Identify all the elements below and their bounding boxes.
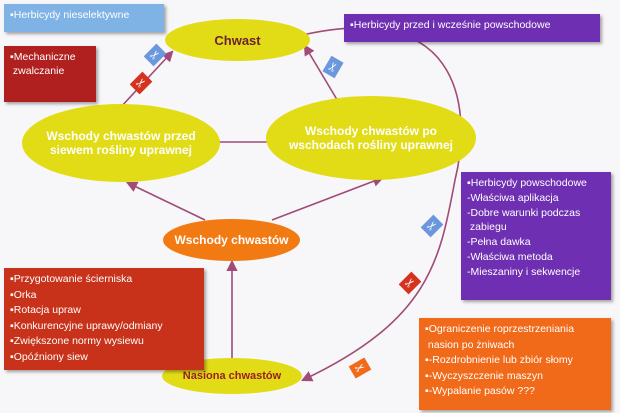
node-wschody-label: Wschody chwastów [174,233,289,247]
box-item: ▪Herbicydy nieselektywne [10,9,130,21]
scissors-icon-przed-powschodowe: ✂ [322,55,344,79]
box-item: ▪-Rozdrobnienie lub zbiór słomy [425,354,573,366]
box-ograniczenie: ▪Ograniczenie roprzestrzeniania nasion p… [419,318,611,410]
box-item: ▪Herbicydy powschodowe [467,177,587,189]
box-przygotowanie: ▪Przygotowanie ścierniska ▪Orka ▪Rotacja… [4,268,204,370]
box-item: ▪Opóźniony siew [10,350,88,363]
scissors-icon-ograniczenie: ✂ [348,357,372,379]
box-item: -Pełna dawka [467,236,531,249]
box-item: -Mieszaniny i sekwencje [467,265,581,278]
box-item: ▪Orka [10,288,37,301]
box-item: zwalczanie [12,65,65,77]
box-item: ▪Rotacja upraw [10,304,81,316]
box-mechaniczne-zwalczanie: ▪Mechaniczne zwalczanie [4,46,96,102]
scissors-icon-przygotowanie: ✂ [398,271,422,295]
box-herbicydy-nieselektywne: ▪Herbicydy nieselektywne [4,4,164,32]
box-item: nasion po żniwach [427,338,515,351]
box-item: ▪-Wyczyszczenie maszyn [425,369,543,382]
box-item: -Właściwa aplikacja [467,191,559,204]
scissors-icon-nieselektywne: ✂ [143,43,167,67]
box-item: -Właściwa metoda [467,250,553,263]
box-item: -Dobre warunki podczas [467,206,581,219]
arrow-wschody-to-przed [125,181,206,221]
box-item: ▪Herbicydy przed i wcześnie powschodowe [350,19,551,31]
arrow-wschody-to-po [271,175,385,221]
node-chwast: Chwast [165,19,310,61]
node-wschody-po: Wschody chwastów po wschodach rośliny up… [266,96,476,180]
box-herbicydy-powschodowe: ▪Herbicydy powschodowe -Właściwa aplikac… [461,172,611,300]
node-nasiona-label: Nasiona chwastów [182,370,282,382]
box-item: ▪-Wypalanie pasów ??? [425,385,535,397]
box-item: ▪Mechaniczne [10,51,76,63]
scissors-icon-mechaniczne: ✂ [129,71,153,95]
box-item: ▪Zwiększone normy wysiewu [10,335,144,347]
node-wschody: Wschody chwastów [163,219,300,261]
box-item: ▪Konkurencyjne uprawy/odmiany [10,319,163,332]
node-chwast-label: Chwast [214,32,261,48]
scissors-icon-powschodowe: ✂ [420,214,444,238]
box-item: zabiegu [469,221,507,234]
box-item: ▪Ograniczenie roprzestrzeniania [425,323,575,335]
node-wschody-przed: Wschody chwastów przed siewem rośliny up… [22,104,220,182]
node-wschody-przed-label: Wschody chwastów przed siewem rośliny up… [46,129,196,157]
node-wschody-po-label: Wschody chwastów po wschodach rośliny up… [288,124,454,152]
box-herbicydy-przed-powschodowe: ▪Herbicydy przed i wcześnie powschodowe [344,14,600,42]
box-item: ▪Przygotowanie ścierniska [10,273,133,285]
